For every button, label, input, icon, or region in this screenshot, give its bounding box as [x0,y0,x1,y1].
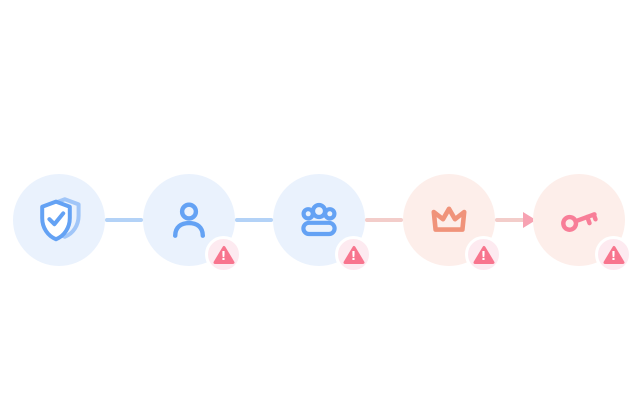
crown-icon [431,206,467,232]
warning-badge: ! [595,236,632,273]
user-icon [172,202,206,238]
shield-check-icon [40,197,81,242]
warning-badge: ! [335,236,372,273]
warning-triangle-icon [473,245,494,264]
node-user-group: ! [273,174,372,273]
key-icon [561,212,598,232]
connector-group-crown [365,218,403,222]
node-shield-verified [13,174,105,266]
node-user: ! [143,174,242,273]
node-crown: ! [403,174,502,273]
connector-crown-key [495,218,533,222]
connector-shield-user [105,218,143,222]
warning-triangle-icon [213,245,234,264]
node-key: ! [533,174,632,273]
connector-user-group [235,218,273,222]
warning-triangle-icon [603,245,624,264]
flow-row: ! ! [13,174,632,273]
warning-badge: ! [205,236,242,273]
user-group-icon [301,202,337,237]
warning-badge: ! [465,236,502,273]
warning-triangle-icon [343,245,364,264]
